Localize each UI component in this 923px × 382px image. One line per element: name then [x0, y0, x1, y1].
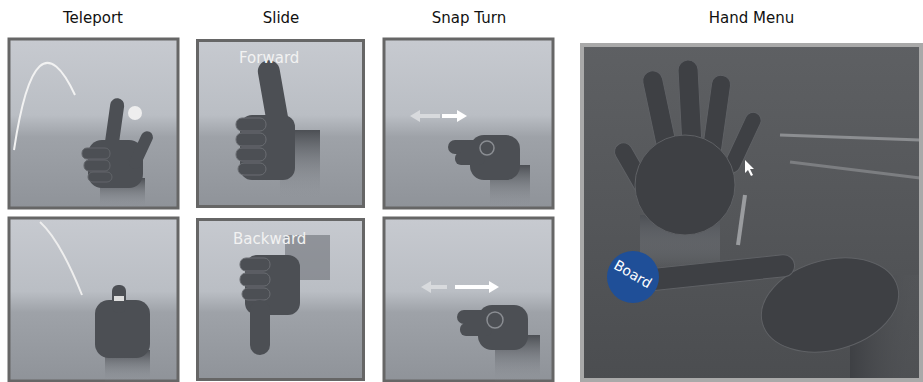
ray-line: [780, 135, 920, 140]
pointing-hand: [634, 243, 923, 382]
panel: [196, 39, 365, 208]
ray-line: [738, 195, 745, 245]
panel: [580, 43, 923, 382]
arrow-head: [421, 281, 431, 293]
gesture-label: Forward: [239, 49, 299, 67]
finger: [236, 133, 266, 146]
arrow-right: [455, 285, 490, 289]
column-heading: Teleport: [63, 9, 123, 27]
panel: [9, 39, 178, 208]
finger: [84, 160, 110, 171]
panel: [196, 218, 365, 381]
panel: [384, 218, 553, 381]
menu-button: Board: [606, 250, 660, 304]
teleport-arc: [14, 63, 75, 150]
gesture-panel: Backward: [196, 218, 365, 381]
finger: [236, 148, 266, 161]
arrow-head: [410, 110, 420, 122]
menu-scene: [738, 135, 920, 245]
finger-curl: [487, 312, 503, 328]
gesture-panel: Forward: [196, 39, 365, 208]
pinch-hand: [457, 305, 540, 382]
finger: [242, 288, 270, 300]
pinch-hand: [40, 222, 150, 382]
snap-arrows: [410, 110, 467, 122]
finger: [448, 140, 483, 154]
ray-line: [790, 162, 920, 178]
panel: [384, 39, 553, 208]
thumb: [460, 323, 492, 336]
thumb: [127, 129, 155, 170]
palm: [635, 135, 735, 235]
finger: [240, 273, 270, 286]
finger: [112, 285, 126, 313]
panel: [9, 218, 178, 381]
pinch-tip: [114, 296, 124, 301]
finger: [236, 118, 266, 131]
snap-arrows: [421, 281, 499, 293]
finger: [88, 172, 112, 182]
thumbs-up-hand: [236, 59, 320, 200]
finger: [82, 148, 110, 159]
arrow-head: [489, 281, 499, 293]
thumb: [455, 152, 485, 165]
finger-curl: [480, 141, 494, 155]
target-dot: [128, 106, 142, 120]
pointing-hand: [14, 63, 155, 208]
open-hand: [611, 60, 764, 270]
gesture-label: Backward: [233, 230, 306, 248]
column-heading: Hand Menu: [584, 9, 919, 27]
arrow-right: [442, 114, 458, 118]
arrow-head: [457, 110, 467, 122]
arrow-left: [430, 285, 447, 289]
pinch-hand: [448, 135, 530, 208]
menu-panel: Hand MenuBoard: [580, 43, 923, 382]
column-heading: Snap Turn: [432, 9, 506, 27]
thumbs-down-hand: [240, 235, 330, 355]
column-heading: Slide: [263, 9, 300, 27]
teleport-arc: [40, 222, 82, 295]
finger: [238, 163, 266, 175]
arrow-left: [418, 114, 440, 118]
finger: [240, 258, 270, 271]
thumb: [250, 300, 270, 355]
cursor: [745, 160, 754, 176]
